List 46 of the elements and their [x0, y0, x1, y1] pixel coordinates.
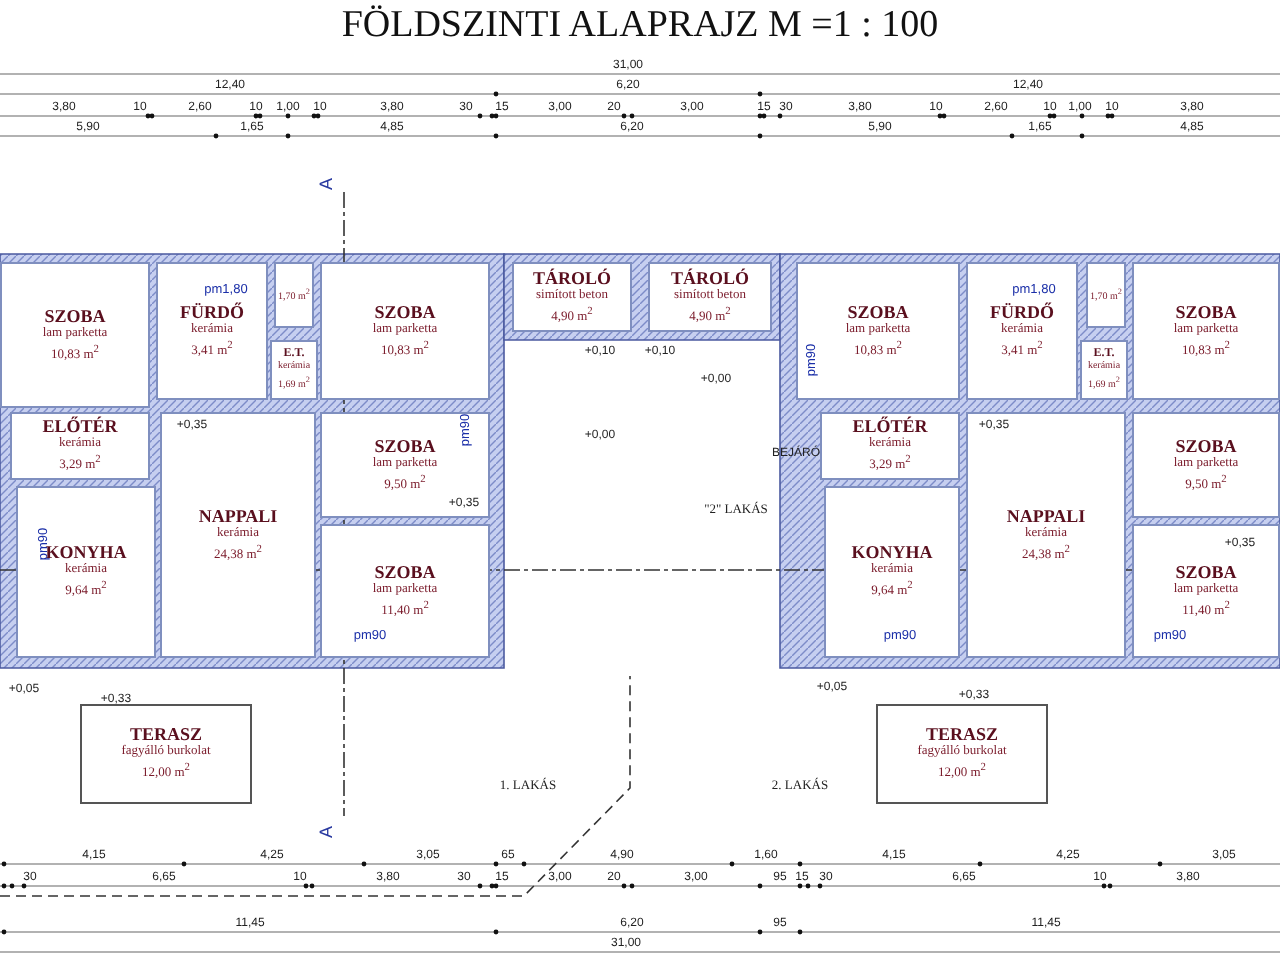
room-name: SZOBA — [374, 301, 436, 322]
room-name: SZOBA — [44, 305, 106, 326]
room-area — [320, 524, 490, 658]
room-name: SZOBA — [1175, 435, 1237, 456]
room-area — [0, 262, 150, 408]
room-name: ELŐTÉR — [852, 416, 928, 437]
room-area — [270, 340, 318, 400]
room-name: TÁROLÓ — [532, 267, 611, 288]
room-area — [1080, 340, 1128, 400]
room-area — [320, 262, 490, 400]
room-area — [160, 412, 316, 658]
plan-title: FÖLDSZINTI ALAPRAJZ M =1 : 100 — [339, 4, 941, 48]
room-area — [966, 262, 1078, 400]
room-area — [648, 262, 772, 332]
room-name: ELŐTÉR — [42, 416, 118, 437]
room-name: SZOBA — [847, 301, 909, 322]
room-area — [824, 486, 960, 658]
room-name: SZOBA — [1175, 561, 1237, 582]
room-name: TÁROLÓ — [670, 267, 749, 288]
room-name: SZOBA — [374, 435, 436, 456]
room-area — [796, 262, 960, 400]
room-name: SZOBA — [1175, 301, 1237, 322]
section-mark: A — [316, 178, 336, 190]
room-area — [1132, 524, 1280, 658]
room-area — [1132, 262, 1280, 400]
room-name: FÜRDŐ — [180, 301, 244, 322]
room-name: TERASZ — [129, 724, 202, 745]
terrace-area — [80, 704, 252, 804]
room-area — [320, 412, 490, 518]
room-name: NAPPALI — [1006, 505, 1086, 526]
room-area — [512, 262, 632, 332]
room-area — [820, 412, 960, 480]
room-name: SZOBA — [374, 561, 436, 582]
room-area — [1132, 412, 1280, 518]
room-area — [274, 262, 314, 328]
section-mark: A — [316, 826, 336, 838]
room-area — [966, 412, 1126, 658]
room-name: NAPPALI — [198, 505, 278, 526]
room-area — [1086, 262, 1126, 328]
room-area — [10, 412, 150, 480]
room-name: TERASZ — [925, 724, 998, 745]
room-area — [156, 262, 268, 400]
room-name: FÜRDŐ — [990, 301, 1054, 322]
room-name: KONYHA — [851, 542, 933, 563]
terrace-area — [876, 704, 1048, 804]
room-area — [16, 486, 156, 658]
